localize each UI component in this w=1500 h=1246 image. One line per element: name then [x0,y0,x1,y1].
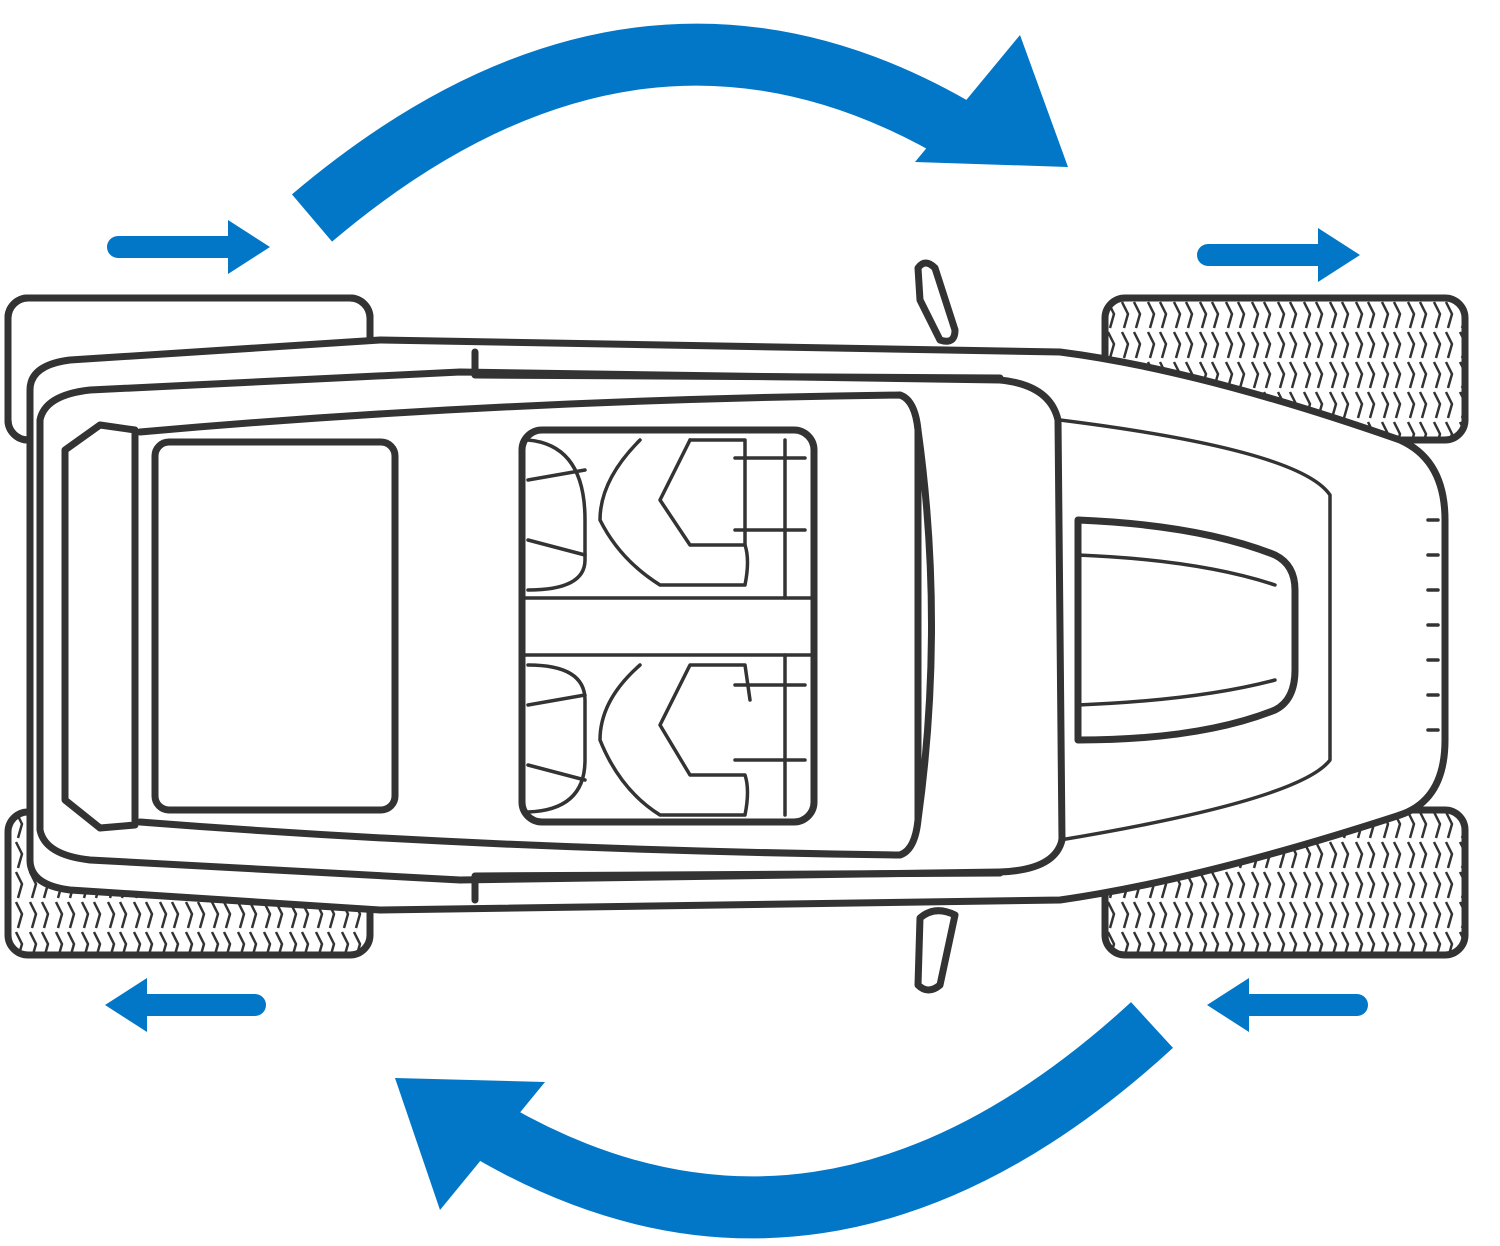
hood [1074,516,1299,744]
cabin-seats [518,426,818,826]
mirror-left [914,259,959,345]
rotation-arrow-top-icon [291,23,1068,242]
rear-left-wheel-forward-arrow-icon [107,220,270,274]
mirror-right [914,907,959,994]
vehicle-body [26,336,1449,914]
rear-window [151,438,399,814]
rear-right-wheel-reverse-arrow-icon [105,978,266,1032]
rotation-arrow-bottom-icon [395,1002,1173,1239]
front-left-wheel-forward-arrow-icon [1197,228,1360,282]
front-grille [1426,518,1440,732]
front-right-wheel-reverse-arrow-icon [1207,978,1368,1032]
